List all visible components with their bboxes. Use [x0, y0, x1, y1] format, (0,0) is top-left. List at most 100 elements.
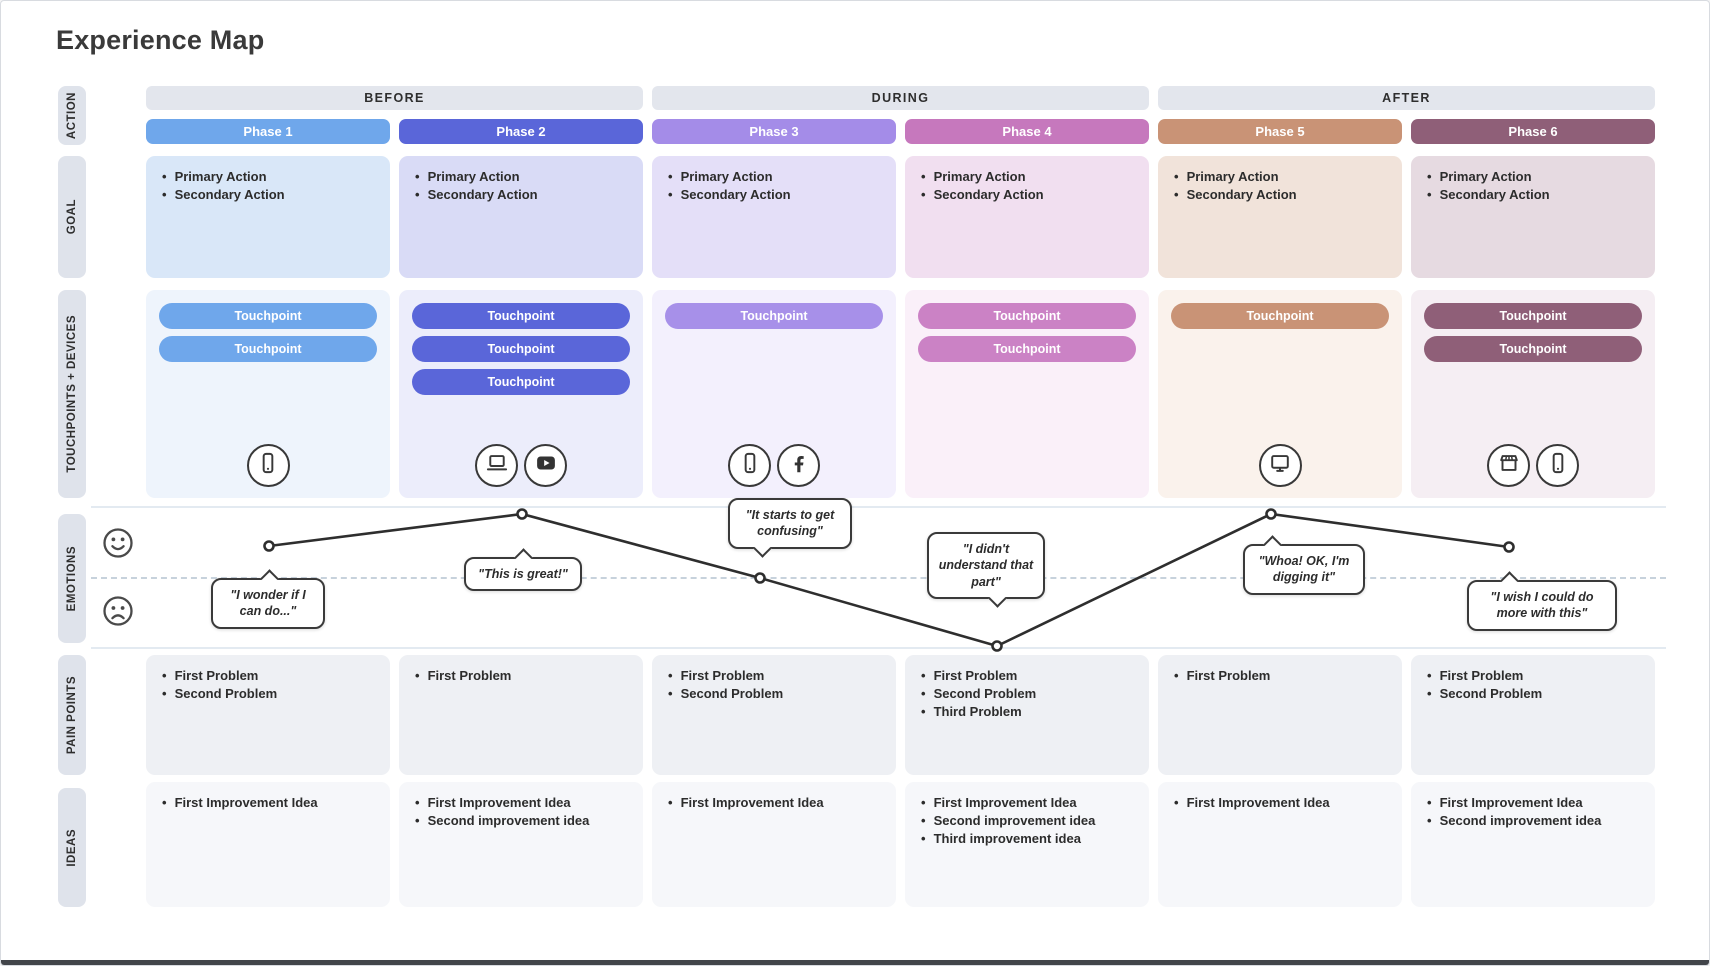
touchpoint-pill: Touchpoint — [1171, 303, 1389, 329]
bullet-dot: • — [1174, 169, 1179, 184]
monitor-device-circle — [1258, 444, 1302, 487]
emotion-point-marker — [516, 508, 528, 520]
bullet-dot: • — [921, 668, 926, 683]
bullet-dot: • — [921, 795, 926, 810]
row-label-goal: GOAL — [58, 156, 86, 278]
phase-2-goal-cell: •Primary Action•Secondary Action — [399, 156, 643, 278]
pain-point-item-text: Second Problem — [680, 686, 784, 701]
bullet-dot: • — [415, 668, 420, 683]
bullet-dot: • — [921, 831, 926, 846]
phase-6-chip: Phase 6 — [1411, 119, 1655, 144]
store-device-circle — [1487, 444, 1530, 487]
phase-3-touchpoints-cell: Touchpoint — [652, 290, 896, 498]
emotion-point-marker — [1265, 508, 1277, 520]
bullet-dot: • — [668, 668, 673, 683]
emotion-quote-bubble: "I wonder if I can do..." — [211, 568, 325, 629]
idea-item: •Second improvement idea — [921, 812, 1135, 830]
section-header-after: AFTER — [1158, 86, 1655, 110]
idea-item: •Second improvement idea — [1427, 812, 1641, 830]
phase-2-pain-points-cell: •First Problem — [399, 655, 643, 775]
idea-item: •First Improvement Idea — [415, 794, 629, 812]
section-header-before: BEFORE — [146, 86, 643, 110]
idea-item-text: Second improvement idea — [1439, 813, 1602, 828]
phase-3-goal-cell: •Primary Action•Secondary Action — [652, 156, 896, 278]
goal-item-text: Primary Action — [1439, 169, 1532, 184]
idea-item-list: •First Improvement Idea — [652, 782, 896, 812]
goal-item-text: Secondary Action — [680, 187, 791, 202]
row-label-pain-points: PAIN POINTS — [58, 655, 86, 775]
phase-3-pain-points-cell: •First Problem•Second Problem — [652, 655, 896, 775]
touchpoint-pill: Touchpoint — [412, 369, 630, 395]
bullet-dot: • — [921, 704, 926, 719]
bullet-dot: • — [1427, 686, 1432, 701]
idea-item-text: Third improvement idea — [933, 831, 1081, 846]
emotion-point-marker — [754, 572, 766, 584]
store-icon — [1496, 450, 1522, 481]
phase-2-ideas-cell: •First Improvement Idea•Second improveme… — [399, 782, 643, 907]
phase-5-touchpoint-stack: Touchpoint — [1158, 303, 1402, 329]
phase-2-chip: Phase 2 — [399, 119, 643, 144]
phase-5-goal-cell: •Primary Action•Secondary Action — [1158, 156, 1402, 278]
row-label-ideas: IDEAS — [58, 788, 86, 907]
smartphone-icon — [255, 450, 281, 481]
monitor-icon — [1267, 450, 1293, 481]
emotion-quote-bubble: "I wish I could do more with this" — [1467, 570, 1617, 631]
emotion-quote-bubble: "Whoa! OK, I'm digging it" — [1243, 534, 1365, 595]
pain-point-item: • First Problem — [921, 667, 1135, 685]
row-label-touchpoints-devices: TOUCHPOINTS + DEVICES — [58, 290, 86, 498]
bullet-dot: • — [921, 169, 926, 184]
bullet-dot: • — [415, 813, 420, 828]
bullet-dot: • — [415, 187, 420, 202]
pain-point-item-text: First Problem — [933, 668, 1018, 683]
emotion-quote-bubble: "This is great!" — [464, 547, 582, 592]
youtube-device-circle — [524, 444, 567, 487]
pain-point-item: • Third Problem — [921, 703, 1135, 721]
pain-point-item-text: Second Problem — [1439, 686, 1543, 701]
touchpoint-pill: Touchpoint — [412, 303, 630, 329]
goal-item-text: Secondary Action — [1439, 187, 1550, 202]
bullet-dot: • — [1174, 795, 1179, 810]
emotion-quote-text: "This is great!" — [478, 567, 568, 581]
goal-item: •Primary Action — [921, 168, 1135, 186]
phase-6-goal-cell: •Primary Action•Secondary Action — [1411, 156, 1655, 278]
pain-point-item-text: Third Problem — [933, 704, 1022, 719]
phase-4-pain-points-cell: •First Problem•Second Problem•Third Prob… — [905, 655, 1149, 775]
phase-1-device-row — [146, 444, 390, 487]
bullet-dot: • — [1427, 795, 1432, 810]
smartphone-icon — [737, 450, 763, 481]
phase-3-chip: Phase 3 — [652, 119, 896, 144]
phase-4-goal-cell: •Primary Action• Secondary Action — [905, 156, 1149, 278]
emotion-quote-text: "I didn't understand that part" — [938, 542, 1034, 589]
emotion-quote-text: "I wonder if I can do..." — [230, 588, 306, 619]
bullet-dot: • — [921, 686, 926, 701]
goal-item-text: Secondary Action — [427, 187, 538, 202]
pain-point-item: •Second Problem — [921, 685, 1135, 703]
goal-item: •Primary Action — [668, 168, 882, 186]
idea-item-list: •First Improvement Idea — [146, 782, 390, 812]
idea-item: •First Improvement Idea — [162, 794, 376, 812]
phase-4-ideas-cell: •First Improvement Idea•Second improveme… — [905, 782, 1149, 907]
touchpoint-pill: Touchpoint — [918, 336, 1136, 362]
emotion-point-marker — [263, 540, 275, 552]
emotions-bottom-divider — [91, 647, 1666, 649]
goal-item-text: Secondary Action — [933, 187, 1044, 202]
emotions-top-divider — [91, 506, 1666, 508]
goal-item-text: Secondary Action — [174, 187, 285, 202]
bullet-dot: • — [1427, 169, 1432, 184]
bullet-dot: • — [415, 795, 420, 810]
smartphone-device-circle — [1536, 444, 1579, 487]
pain-point-item-list: •First Problem•Second Problem — [146, 655, 390, 703]
pain-point-item-list: •First Problem — [399, 655, 643, 685]
bullet-dot: • — [1174, 187, 1179, 202]
pain-point-item-list: •First Problem• Second Problem — [1411, 655, 1655, 703]
touchpoint-pill: Touchpoint — [665, 303, 883, 329]
bullet-dot: • — [415, 169, 420, 184]
emotion-line — [268, 512, 1510, 648]
pain-point-item: •Second Problem — [162, 685, 376, 703]
phase-5-touchpoints-cell: Touchpoint — [1158, 290, 1402, 498]
pain-point-item: •First Problem — [1427, 667, 1641, 685]
idea-item-text: First Improvement Idea — [1186, 795, 1330, 810]
